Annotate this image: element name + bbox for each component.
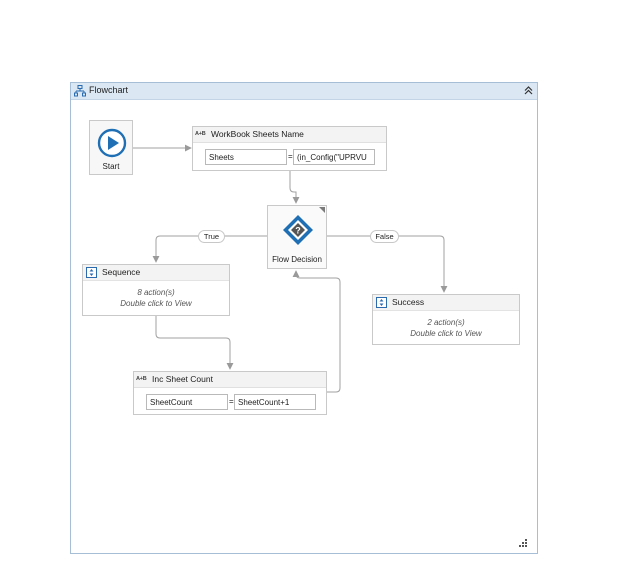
success-node[interactable]: Success 2 action(s) Double click to View [372, 294, 520, 345]
success-hint: Double click to View [410, 329, 482, 338]
decision-diamond-icon: ? [283, 215, 313, 245]
sequence-header: Sequence [83, 265, 229, 281]
equals-sign: = [288, 152, 293, 161]
assign-title: WorkBook Sheets Name [211, 129, 304, 139]
assign-value-field[interactable]: SheetCount+1 [234, 394, 316, 410]
equals-sign: = [229, 397, 234, 406]
assign-icon: A+B [195, 131, 206, 137]
sequence-node[interactable]: Sequence 8 action(s) Double click to Vie… [82, 264, 230, 316]
resize-grip-icon[interactable] [519, 539, 527, 547]
sequence-title: Sequence [102, 267, 141, 277]
assign-header: A+B WorkBook Sheets Name [193, 127, 386, 143]
sequence-icon [376, 297, 387, 308]
success-title: Success [392, 297, 425, 307]
sequence-icon [86, 267, 97, 278]
assign-to-field[interactable]: SheetCount [146, 394, 228, 410]
flowchart-title: Flowchart [89, 85, 129, 95]
sequence-actions: 8 action(s) [137, 288, 175, 297]
flowchart-icon [74, 85, 86, 97]
play-icon [97, 128, 127, 158]
decision-label: Flow Decision [272, 255, 322, 264]
workbook-sheets-assign[interactable]: A+B WorkBook Sheets Name Sheets = (in_Co… [192, 126, 387, 171]
svg-text:?: ? [295, 226, 301, 236]
collapse-chevron-icon[interactable] [523, 85, 534, 96]
assign-to-field[interactable]: Sheets [205, 149, 287, 165]
assign-title: Inc Sheet Count [152, 374, 213, 384]
expand-corner-icon[interactable] [319, 207, 325, 213]
start-node[interactable]: Start [89, 120, 133, 175]
assign-value-field[interactable]: (in_Config("UPRVU [293, 149, 375, 165]
sequence-hint: Double click to View [120, 299, 192, 308]
success-actions: 2 action(s) [427, 318, 465, 327]
flow-decision-node[interactable]: ? Flow Decision [267, 205, 327, 269]
inc-sheet-count-assign[interactable]: A+B Inc Sheet Count SheetCount = SheetCo… [133, 371, 327, 415]
true-branch-label[interactable]: True [198, 230, 225, 243]
assign-header: A+B Inc Sheet Count [134, 372, 326, 388]
start-label: Start [102, 162, 120, 171]
success-header: Success [373, 295, 519, 311]
assign-icon: A+B [136, 376, 147, 382]
false-branch-label[interactable]: False [370, 230, 399, 243]
flowchart-header: Flowchart [71, 83, 537, 100]
